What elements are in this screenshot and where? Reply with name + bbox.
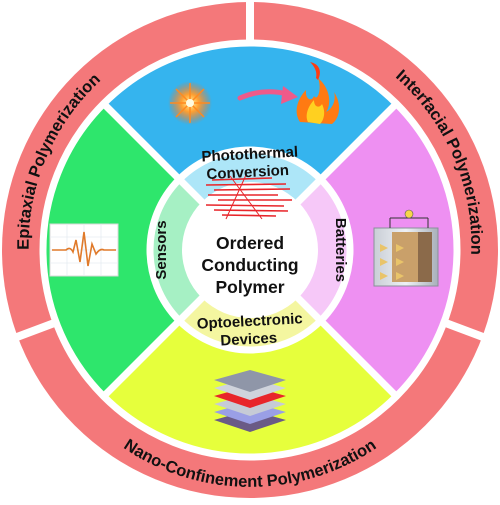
signal-wave-icon — [49, 223, 119, 277]
center-line-1: Ordered — [216, 233, 284, 253]
polymer-chains-icon — [205, 174, 292, 220]
sector-right — [250, 103, 458, 397]
inner-label-right: Batteries — [332, 218, 349, 282]
inner-label-top-2: Conversion — [206, 162, 289, 183]
arrow-icon — [237, 86, 298, 104]
inner-label-bottom-2: Devices — [220, 330, 278, 350]
center-line-3: Polymer — [215, 277, 284, 297]
sector-left — [42, 103, 251, 397]
battery-cell-icon — [373, 209, 439, 287]
inner-label-left: Sensors — [153, 220, 170, 279]
device-layers-icon — [214, 370, 286, 432]
sun-icon — [168, 81, 212, 125]
inner-label-bottom-1: Optoelectronic — [196, 310, 303, 333]
flame-icon — [296, 62, 340, 124]
center-disk — [182, 182, 318, 318]
center-title: Ordered Conducting Polymer — [201, 233, 298, 297]
center-line-2: Conducting — [201, 255, 298, 275]
inner-label-top-1: Photothermal — [201, 143, 298, 165]
sector-bottom — [103, 250, 397, 458]
